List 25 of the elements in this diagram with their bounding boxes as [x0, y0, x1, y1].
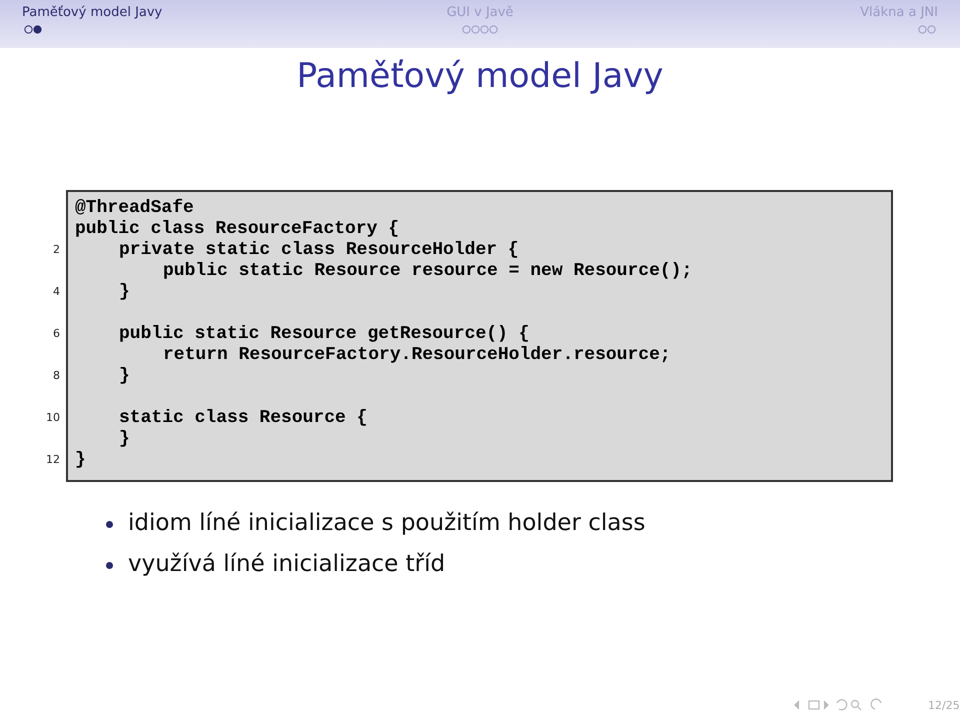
- section-link: Vlákna a JNI: [860, 5, 938, 20]
- code-line: @ThreadSafe: [75, 198, 194, 218]
- line-number: 4: [52, 285, 60, 298]
- line-number: 12: [45, 453, 60, 466]
- code-line: public class ResourceFactory {: [75, 219, 400, 239]
- slide-title: Paměťový model Javy: [296, 56, 664, 96]
- bullet-text: využívá líné inicializace tříd: [128, 551, 446, 577]
- line-number: 2: [52, 243, 60, 256]
- code-line: }: [75, 450, 86, 470]
- line-number: 8: [52, 369, 60, 382]
- code-line: static class Resource {: [119, 408, 368, 428]
- code-line: }: [119, 366, 130, 386]
- page-number: 12/25: [928, 699, 960, 712]
- bullet-text: idiom líné inicializace s použitím holder class: [128, 510, 646, 536]
- code-line: public static Resource getResource() {: [119, 324, 530, 344]
- section-link: Paměťový model Javy: [22, 5, 162, 20]
- code-line: public static Resource resource = new Resource();: [163, 261, 692, 281]
- code-line: private static class ResourceHolder {: [119, 240, 519, 260]
- code-block: [66, 190, 893, 482]
- code-line: }: [119, 429, 130, 449]
- section-link: GUI v Javě: [446, 5, 514, 20]
- code-line: }: [119, 282, 130, 302]
- line-number: 10: [45, 411, 60, 424]
- line-number: 6: [52, 327, 60, 340]
- code-line: return ResourceFactory.ResourceHolder.resource;: [163, 345, 671, 365]
